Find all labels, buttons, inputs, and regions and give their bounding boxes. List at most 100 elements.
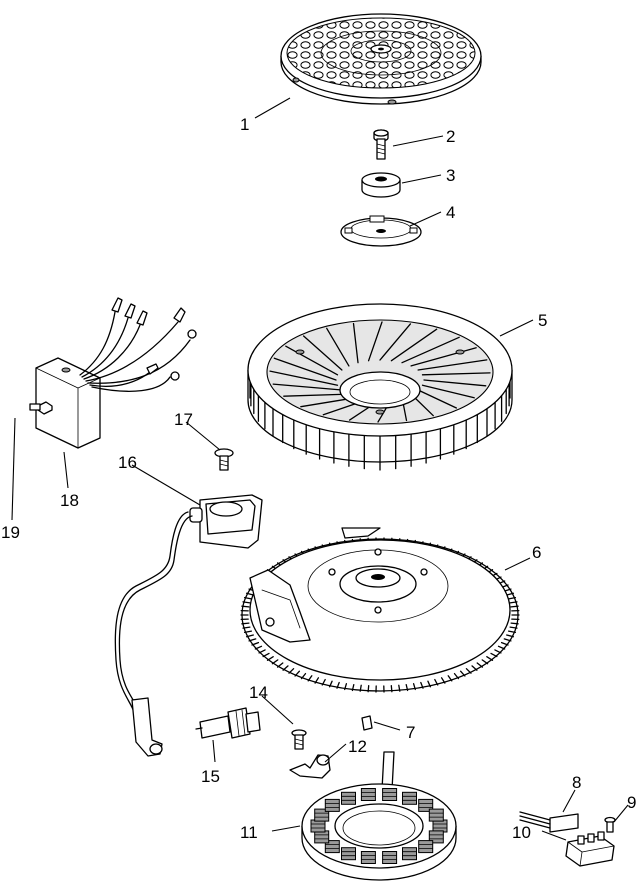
gear-tooth xyxy=(300,672,307,680)
gear-tooth xyxy=(447,675,453,682)
gear-tooth xyxy=(248,638,257,642)
stator-coil xyxy=(341,847,356,861)
control-module-part-18 xyxy=(35,297,197,449)
callout-6: 6 xyxy=(532,543,541,562)
gear-tooth xyxy=(336,681,340,689)
gear-tooth xyxy=(262,652,270,658)
coil-winding xyxy=(428,808,444,822)
stator-coil xyxy=(310,819,326,833)
gear-tooth xyxy=(507,596,517,600)
callout-3: 3 xyxy=(446,166,455,185)
callout-5: 5 xyxy=(538,311,547,330)
coil-winding xyxy=(341,791,356,805)
stator-part-11 xyxy=(301,751,457,881)
gear-tooth xyxy=(506,592,515,596)
gear-tooth xyxy=(459,670,466,677)
callout-10: 10 xyxy=(512,823,531,842)
fan-blade xyxy=(273,357,337,381)
clamp-part-12 xyxy=(289,754,331,779)
blower-screen xyxy=(280,13,482,105)
stator-coil xyxy=(314,808,330,822)
gear-tooth xyxy=(266,656,274,661)
gear-tooth xyxy=(510,622,519,625)
gear-tooth xyxy=(254,645,263,650)
gear-tooth xyxy=(507,630,517,634)
gear-tooth xyxy=(500,641,509,646)
gear-tooth xyxy=(282,665,289,671)
gear-tooth xyxy=(359,684,362,692)
fan-blade xyxy=(269,370,339,386)
rectifier-part-10 xyxy=(565,831,615,867)
gear-tooth xyxy=(490,652,498,658)
fan-blade xyxy=(421,384,475,399)
callout-14: 14 xyxy=(249,683,268,702)
gear-tooth xyxy=(258,649,266,654)
fan-blade xyxy=(423,379,487,387)
fan-blade xyxy=(390,328,438,362)
fan-blade xyxy=(401,336,460,364)
gear-tooth xyxy=(427,680,432,688)
callout-8: 8 xyxy=(572,773,581,792)
gear-tooth xyxy=(328,680,333,688)
callout-2: 2 xyxy=(446,127,455,146)
stator-coil xyxy=(324,840,340,854)
coil-winding xyxy=(360,851,376,864)
gear-tooth xyxy=(276,662,284,668)
stator-coil xyxy=(314,830,330,844)
gear-tooth xyxy=(398,684,401,692)
gear-tooth xyxy=(503,638,512,642)
gear-tooth xyxy=(241,605,250,608)
stator-coil xyxy=(402,847,417,861)
stator-coil xyxy=(428,830,444,844)
callout-9: 9 xyxy=(627,793,636,812)
coil-winding xyxy=(428,830,444,844)
fan-part-5 xyxy=(247,303,513,471)
callout-7: 7 xyxy=(406,723,415,742)
gear-tooth xyxy=(245,592,254,596)
fan-blade xyxy=(272,383,343,391)
gear-tooth xyxy=(476,662,484,668)
callout-1: 1 xyxy=(240,115,249,134)
gear-tooth xyxy=(351,683,355,692)
fan-blade xyxy=(367,321,383,362)
gear-tooth xyxy=(307,675,313,682)
gear-tooth xyxy=(497,645,506,650)
fan-blade xyxy=(352,322,359,364)
stator-coil xyxy=(428,808,444,822)
gear-tooth xyxy=(453,672,460,680)
gear-tooth xyxy=(494,649,502,654)
coil-winding xyxy=(310,819,326,833)
screw-part-19 xyxy=(29,401,53,415)
callout-12: 12 xyxy=(348,737,367,756)
gear-tooth xyxy=(242,601,251,604)
gear-tooth xyxy=(251,641,260,646)
gear-tooth xyxy=(440,677,446,684)
flywheel-part-6 xyxy=(240,527,520,693)
stator-coil xyxy=(360,851,376,864)
gear-tooth xyxy=(243,596,253,600)
stator-coil xyxy=(418,840,434,854)
callout-15: 15 xyxy=(201,767,220,786)
callout-4: 4 xyxy=(446,203,455,222)
coil-winding xyxy=(418,840,434,854)
bolt-part-2 xyxy=(373,129,389,160)
fan-blade xyxy=(326,327,350,367)
ignition-module-part-16 xyxy=(114,494,263,757)
coil-winding xyxy=(360,788,376,801)
coil-winding xyxy=(324,840,340,854)
washer-part-3 xyxy=(361,172,401,198)
coil-winding xyxy=(418,798,434,812)
gear-tooth xyxy=(288,668,295,674)
coil-winding xyxy=(314,830,330,844)
gear-tooth xyxy=(245,634,254,638)
stator-coil xyxy=(324,798,340,812)
gear-tooth xyxy=(465,668,472,674)
fan-blade xyxy=(421,372,491,376)
callout-19: 19 xyxy=(1,523,20,542)
fan-blade xyxy=(417,359,488,371)
coil-winding xyxy=(314,808,330,822)
callout-16: 16 xyxy=(118,453,137,472)
fan-blade xyxy=(302,335,343,371)
stator-coil xyxy=(360,788,376,801)
